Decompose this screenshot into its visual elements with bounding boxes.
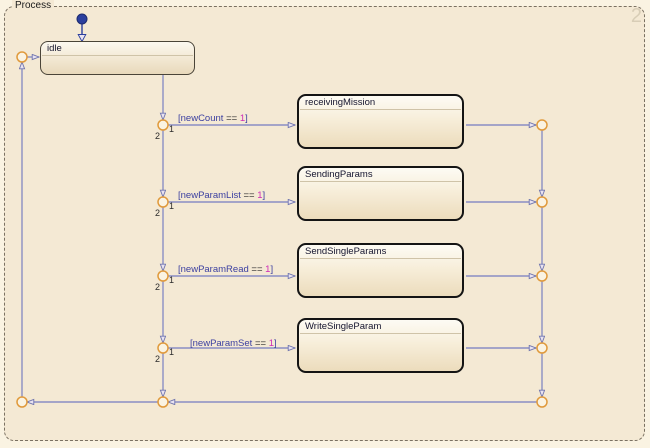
state-name-label: SendSingleParams [305, 246, 387, 257]
state-title-divider [42, 55, 193, 56]
state-title-divider [300, 333, 461, 334]
junction-port-2: 2 [155, 131, 161, 141]
junction-port-2: 2 [155, 282, 161, 292]
state-name-label: WriteSingleParam [305, 321, 382, 332]
transition-condition-newParamList[interactable]: [newParamList == 1] [178, 190, 266, 201]
transition-condition-newParamSet[interactable]: [newParamSet == 1] [190, 338, 277, 349]
state-name-label: idle [47, 43, 62, 54]
chart-level-number: 2 [630, 5, 642, 27]
state-name-label: SendingParams [305, 169, 373, 180]
junction-port-1: 1 [169, 201, 175, 211]
junction-port-2: 2 [155, 208, 161, 218]
state-SendSingleParams[interactable]: SendSingleParams [297, 243, 464, 298]
transition-condition-newCount[interactable]: [newCount == 1] [178, 113, 248, 124]
transition-condition-newParamRead[interactable]: [newParamRead == 1] [178, 264, 274, 275]
superstate-label: Process [12, 0, 55, 11]
state-SendingParams[interactable]: SendingParams [297, 166, 464, 221]
state-title-divider [300, 109, 461, 110]
junction-port-1: 1 [169, 275, 175, 285]
state-title-divider [300, 181, 461, 182]
junction-port-1: 1 [169, 347, 175, 357]
state-idle[interactable]: idle [40, 41, 195, 75]
state-title-divider [300, 258, 461, 259]
state-receivingMission[interactable]: receivingMission [297, 94, 464, 149]
state-WriteSingleParam[interactable]: WriteSingleParam [297, 318, 464, 373]
junction-port-2: 2 [155, 354, 161, 364]
junction-port-1: 1 [169, 124, 175, 134]
state-name-label: receivingMission [305, 97, 376, 108]
